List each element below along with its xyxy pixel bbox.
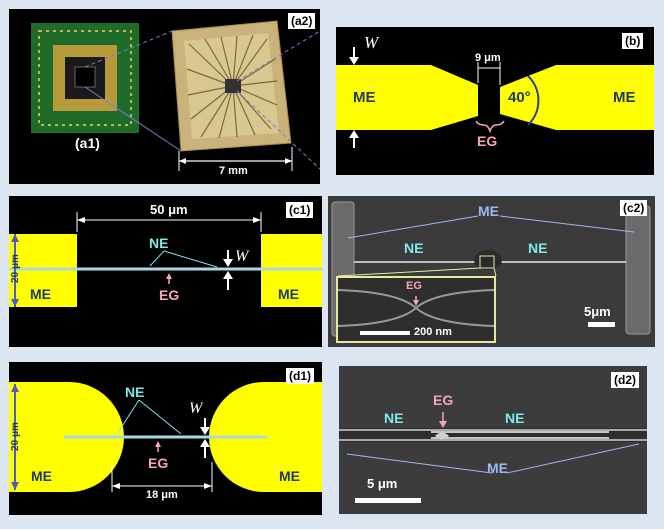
inset-eg-label: EG (406, 280, 422, 292)
me-leader-left (347, 215, 479, 239)
eg-label: EG (477, 133, 498, 149)
inset-sem: EG 200 nm (336, 276, 496, 343)
panel-b-graphic (336, 47, 654, 148)
panel-d2: (d2) NE EG NE ME 5 μm (339, 366, 647, 514)
sem-junction (474, 250, 502, 270)
inset-graphic (338, 289, 494, 335)
panel-d2-graphic (339, 366, 647, 514)
panel-c2: EG 200 nm (c2) ME NE NE 5μm (328, 196, 655, 347)
me-left-label-c1: ME (30, 286, 51, 302)
inset-scale-label: 200 nm (414, 326, 452, 338)
width-symbol: W (364, 33, 379, 52)
me-right-electrode (500, 65, 654, 130)
me-leader-right (499, 215, 635, 233)
me-left-label: ME (353, 89, 376, 106)
panel-c1: (c1) 50 μm 20 μm NE EG W ME ME (9, 196, 322, 347)
ne-label: NE (149, 235, 169, 251)
width-symbol-c1: W (235, 248, 249, 265)
sem-d2-ne-right: NE (505, 410, 525, 426)
panel-b: (b) W 9 μm 40° ME ME EG (336, 27, 654, 175)
sem-me-label: ME (478, 203, 499, 219)
scale-7mm-label: 7 mm (219, 165, 248, 177)
me-right-label: ME (613, 89, 636, 106)
height-dimension-d1: 20 μm (9, 422, 21, 451)
eg-arrow (166, 273, 172, 279)
sem-ne-right: NE (528, 240, 548, 256)
ne-leader-d1-1 (116, 399, 140, 435)
panel-d1-graphic (9, 382, 322, 492)
panel-c1-graphic (9, 212, 322, 307)
panel-d2-tag: (d2) (611, 372, 639, 388)
eg-arrow-d2 (439, 421, 447, 428)
me-left-electrode (336, 65, 478, 130)
angle-arc (527, 75, 540, 126)
ne-leader-1 (149, 250, 165, 267)
width-arrow-down (223, 259, 233, 267)
ne-leader-2 (163, 250, 218, 268)
me-right-label-d1: ME (279, 468, 300, 484)
sem-d2-ne-left: NE (384, 410, 404, 426)
width-symbol-d1: W (189, 400, 203, 417)
zoom-guide-top (84, 30, 173, 68)
zoom-guide-b-bottom (236, 90, 320, 170)
panel-c1-tag: (c1) (286, 202, 314, 218)
panel-d1: (d1) NE W 20 μm EG 18 μm ME ME (9, 362, 322, 515)
width-arrow-top (349, 57, 359, 65)
eg-label-d1: EG (148, 455, 169, 471)
me-left-label-d1: ME (31, 468, 52, 484)
panel-c2-tag: (c2) (620, 200, 648, 216)
chip-photo-graphic (31, 20, 320, 171)
angle-label: 40° (508, 89, 531, 106)
pcb-pins (38, 30, 132, 126)
panel-d1-tag: (d1) (286, 368, 314, 384)
sem-me-right (625, 205, 651, 335)
width-arrow-up (223, 271, 233, 279)
eg-brace (475, 120, 505, 134)
label-a2: (a2) (288, 13, 316, 29)
sem-d2-eg-label: EG (433, 392, 454, 408)
scale-bar-5um (588, 322, 615, 327)
me-leader-d2-left (346, 453, 493, 474)
sem-ne-left: NE (404, 240, 424, 256)
me-leader-d2-right (506, 443, 640, 474)
chip-center (225, 79, 241, 93)
zoom-guide-bottom (84, 86, 182, 152)
scale-bar-d2 (355, 498, 421, 503)
eg-label-c1: EG (159, 287, 180, 303)
panel-a-photo: (a1) (a2) 7 mm (9, 9, 320, 184)
zoom-box (479, 255, 495, 269)
length-dimension: 50 μm (150, 202, 188, 217)
zoom-guide-b-top (236, 30, 320, 82)
scale-5um-label: 5μm (584, 304, 611, 319)
width-arrow-bottom (349, 130, 359, 138)
panel-b-tag: (b) (622, 33, 644, 49)
sem-d2-scale-label: 5 μm (367, 476, 398, 491)
inset-scale-bar (360, 331, 410, 335)
gap-dimension: 9 μm (475, 52, 501, 64)
ne-label-d1: NE (125, 384, 145, 400)
chip-die (74, 66, 96, 88)
gap-dimension-d1: 18 μm (146, 489, 178, 501)
me-right-label-c1: ME (278, 286, 299, 302)
ne-leader-d1-2 (138, 399, 182, 435)
height-dimension: 20 μm (9, 254, 21, 283)
eg-arrow-d1 (155, 441, 161, 447)
label-a1: (a1) (75, 135, 100, 151)
sem-d2-me-label: ME (487, 460, 508, 476)
